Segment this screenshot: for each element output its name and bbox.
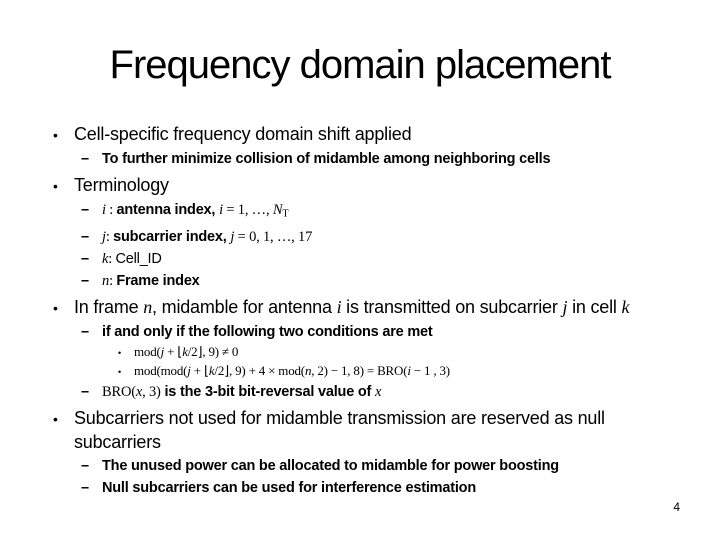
line-text: The unused power can be allocated to mid… [102,457,559,474]
bullet-item-l2: –Null subcarriers can be used for interf… [0,478,720,498]
bullet-item-l2: –To further minimize collision of midamb… [0,149,720,169]
line-text: k: Cell_ID [102,250,162,267]
slide-body: • Cell-specific frequency domain shift ap… [0,122,720,498]
bullet-item-l3: • mod(mod(j + ⌊k/2⌋, 9) + 4 × mod(n, 2) −… [0,363,720,380]
bullet-item-l2: –BRO(x, 3) is the 3-bit bit-reversal val… [0,382,720,402]
dash-marker: – [81,383,89,400]
bullet-item-l1: • Terminology [0,173,720,198]
line-text: n: Frame index [102,272,200,289]
bullet-marker: • [53,410,58,427]
line-text: i : antenna index, i = 1, …, NT [102,202,289,220]
slide-title: Frequency domain placement [109,43,612,87]
bullet-marker: • [53,178,58,194]
line-text: j: subcarrier index, j = 0, 1, …, 17 [102,228,313,245]
bullet-item-l1: • In frame n, midamble for antenna i is t… [0,295,720,320]
bullet-marker: • [118,366,121,377]
line-text: Subcarriers not used for midamble transm… [74,407,605,452]
dash-marker: – [81,272,89,289]
line-text: mod(j + ⌊k/2⌋, 9) ≠ 0 [134,343,239,359]
dash-marker: – [81,250,89,267]
line-text: Terminology [74,175,169,195]
dash-marker: – [81,228,89,245]
bullet-item-l2: –n: Frame index [0,271,720,291]
bullet-item-l2: –j: subcarrier index, j = 0, 1, …, 17 [0,227,720,247]
bullet-item-l2: –if and only if the following two condit… [0,322,720,342]
dash-marker: – [81,151,89,167]
bullet-item-l2: –The unused power can be allocated to mi… [0,456,720,476]
line-text: In frame n, midamble for antenna i is tr… [74,296,630,317]
dash-marker: – [81,479,89,496]
line-text: if and only if the following two conditi… [102,323,433,340]
dash-marker: – [81,457,89,474]
bullet-marker: • [53,127,58,143]
page-number: 4 [673,500,680,514]
line-text: Cell-specific frequency domain shift app… [74,124,412,144]
line-text: BRO(x, 3) is the 3-bit bit-reversal valu… [102,383,382,400]
bullet-item-l1: • Subcarriers not used for midamble trans… [0,406,720,454]
dash-marker: – [81,323,89,340]
line-text: To further minimize collision of midambl… [102,151,551,167]
line-text: Null subcarriers can be used for interfe… [102,479,476,496]
bullet-item-l3: • mod(j + ⌊k/2⌋, 9) ≠ 0 [0,344,720,361]
bullet-marker: • [53,299,58,316]
line-text: mod(mod(j + ⌊k/2⌋, 9) + 4 × mod(n, 2) − … [134,362,450,378]
bullet-marker: • [118,347,121,358]
bullet-item-l2: –k: Cell_ID [0,249,720,269]
bullet-item-l2: –i : antenna index, i = 1, …, NT [0,200,720,225]
dash-marker: – [81,202,89,218]
bullet-item-l1: • Cell-specific frequency domain shift ap… [0,122,720,147]
